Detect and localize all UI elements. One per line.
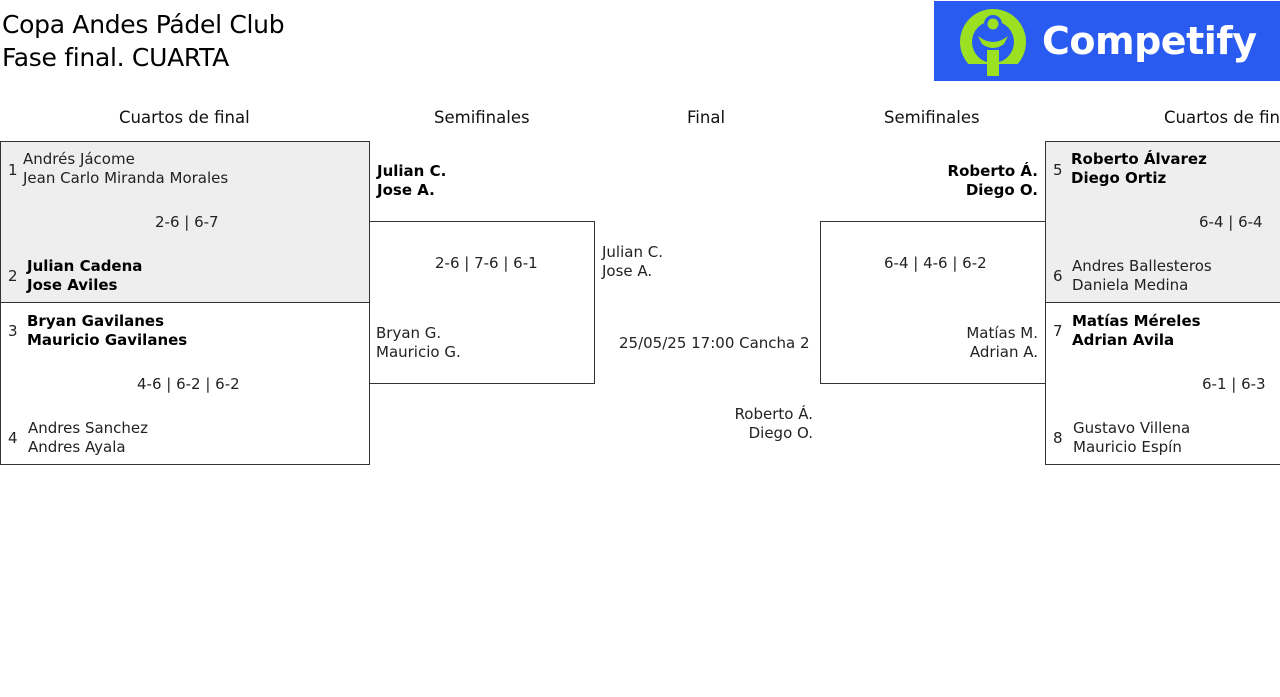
col-head-quarterfinals-right: Cuartos de final [1164, 108, 1280, 127]
final-bottom-player-1: Roberto Á. [734, 405, 813, 423]
logo-text: Competify [1042, 19, 1257, 63]
qf-left-match-1[interactable]: 1 Andrés Jácome Jean Carlo Miranda Moral… [0, 141, 370, 303]
match-score: 6-4 | 4-6 | 6-2 [884, 254, 987, 272]
match-score: 2-6 | 7-6 | 6-1 [435, 254, 538, 272]
team-player-1: Bryan Gavilanes [27, 312, 165, 330]
final-schedule: 25/05/25 17:00 Cancha 2 [619, 334, 810, 352]
team-player-1: Bryan G. [376, 324, 442, 342]
seed-number: 2 [8, 267, 18, 285]
team-player-1: Andres Sanchez [28, 419, 149, 437]
team-player-1: Roberto Álvarez [1071, 150, 1207, 168]
team-player-1: Andres Ballesteros [1072, 257, 1212, 275]
sf-left-top-player-1: Julian C. [377, 162, 447, 180]
qf-left-match-2[interactable]: 3 Bryan Gavilanes Mauricio Gavilanes 4-6… [0, 302, 370, 465]
team-player-1: Andrés Jácome [23, 150, 135, 168]
sf-left-match[interactable]: 2-6 | 7-6 | 6-1 Bryan G. Mauricio G. [369, 221, 595, 384]
team-player-2: Andres Ayala [28, 438, 126, 456]
team-player-2: Adrian A. [969, 343, 1038, 361]
team-player-2: Daniela Medina [1072, 276, 1189, 294]
team-player-1: Gustavo Villena [1073, 419, 1191, 437]
team-player-1: Matías M. [966, 324, 1038, 342]
col-head-semifinals-right: Semifinales [884, 108, 980, 127]
seed-number: 7 [1053, 322, 1063, 340]
person-logo-icon [956, 9, 1030, 78]
seed-number: 8 [1053, 429, 1063, 447]
team-player-1: Julian Cadena [27, 257, 143, 275]
match-score: 4-6 | 6-2 | 6-2 [137, 375, 240, 393]
competify-logo[interactable]: Competify [934, 1, 1280, 81]
team-player-2: Jose Aviles [27, 276, 118, 294]
col-head-final: Final [687, 108, 726, 127]
team-player-1: Matías Méreles [1072, 312, 1201, 330]
sf-right-top-player-1: Roberto Á. [947, 162, 1038, 180]
team-player-2: Diego Ortiz [1071, 169, 1167, 187]
team-player-2: Adrian Avila [1072, 331, 1175, 349]
title-line-1: Copa Andes Pádel Club [2, 10, 285, 39]
title-line-2: Fase final. CUARTA [2, 43, 229, 72]
seed-number: 1 [8, 161, 18, 179]
final-top-player-1: Julian C. [602, 243, 663, 261]
team-player-2: Mauricio Espín [1073, 438, 1182, 456]
tournament-title: Copa Andes Pádel Club Fase final. CUARTA [2, 8, 285, 74]
match-score: 2-6 | 6-7 [155, 213, 219, 231]
qf-right-match-2[interactable]: 7 Matías Méreles Adrian Avila 6-1 | 6-3 … [1045, 302, 1280, 465]
team-player-2: Mauricio Gavilanes [27, 331, 188, 349]
sf-right-top-player-2: Diego O. [965, 181, 1038, 199]
seed-number: 3 [8, 322, 18, 340]
match-score: 6-4 | 6-4 [1199, 213, 1263, 231]
seed-number: 4 [8, 429, 18, 447]
col-head-quarterfinals-left: Cuartos de final [119, 108, 250, 127]
qf-right-match-1[interactable]: 5 Roberto Álvarez Diego Ortiz 6-4 | 6-4 … [1045, 141, 1280, 303]
team-player-2: Mauricio G. [376, 343, 461, 361]
sf-left-top-player-2: Jose A. [377, 181, 435, 199]
match-score: 6-1 | 6-3 [1202, 375, 1266, 393]
sf-right-match[interactable]: 6-4 | 4-6 | 6-2 Matías M. Adrian A. [820, 221, 1046, 384]
final-bottom-player-2: Diego O. [748, 424, 813, 442]
final-top-player-2: Jose A. [602, 262, 653, 280]
team-player-2: Jean Carlo Miranda Morales [23, 169, 229, 187]
seed-number: 5 [1053, 161, 1063, 179]
seed-number: 6 [1053, 267, 1063, 285]
col-head-semifinals-left: Semifinales [434, 108, 530, 127]
